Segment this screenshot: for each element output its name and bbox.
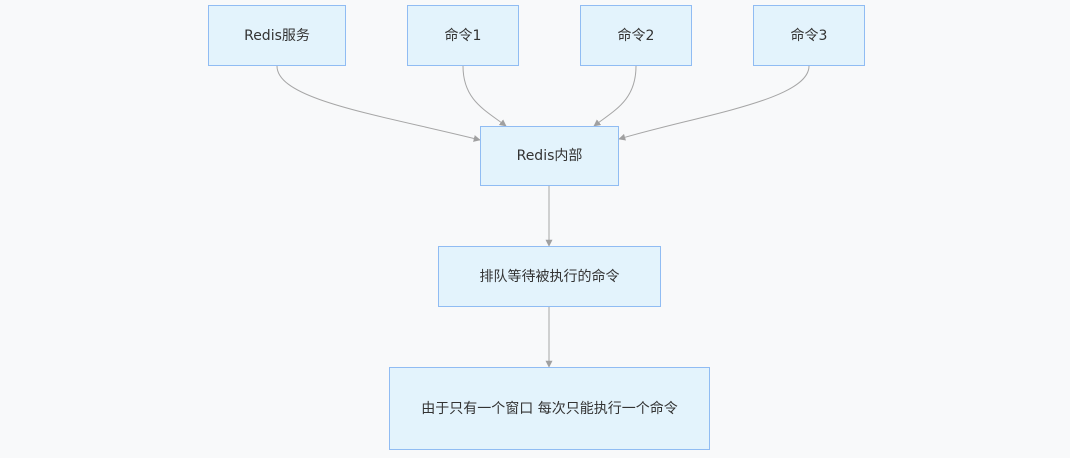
node-redis-service-label: Redis服务	[244, 27, 310, 44]
node-command-2: 命令2	[580, 5, 692, 66]
node-redis-service: Redis服务	[208, 5, 346, 66]
node-redis-internal-label: Redis内部	[516, 148, 583, 164]
node-command-1-label: 命令1	[444, 27, 482, 44]
node-redis-internal: Redis内部	[480, 126, 619, 186]
edge-redis-service-to-internal	[276, 65, 481, 142]
node-command-2-label: 命令2	[617, 27, 655, 44]
node-single-window-label: 由于只有一个窗口 每次只能执行一个命令	[421, 400, 678, 417]
edge-cmd2-to-internal	[593, 65, 637, 127]
node-single-window: 由于只有一个窗口 每次只能执行一个命令	[389, 367, 710, 450]
node-command-queue-label: 排队等待被执行的命令	[479, 268, 620, 285]
node-command-queue: 排队等待被执行的命令	[438, 246, 661, 307]
edge-cmd3-to-internal	[618, 65, 810, 141]
node-command-3-label: 命令3	[790, 27, 828, 44]
edge-cmd1-to-internal	[462, 65, 507, 127]
node-command-1: 命令1	[407, 5, 519, 66]
node-command-3: 命令3	[753, 5, 865, 66]
